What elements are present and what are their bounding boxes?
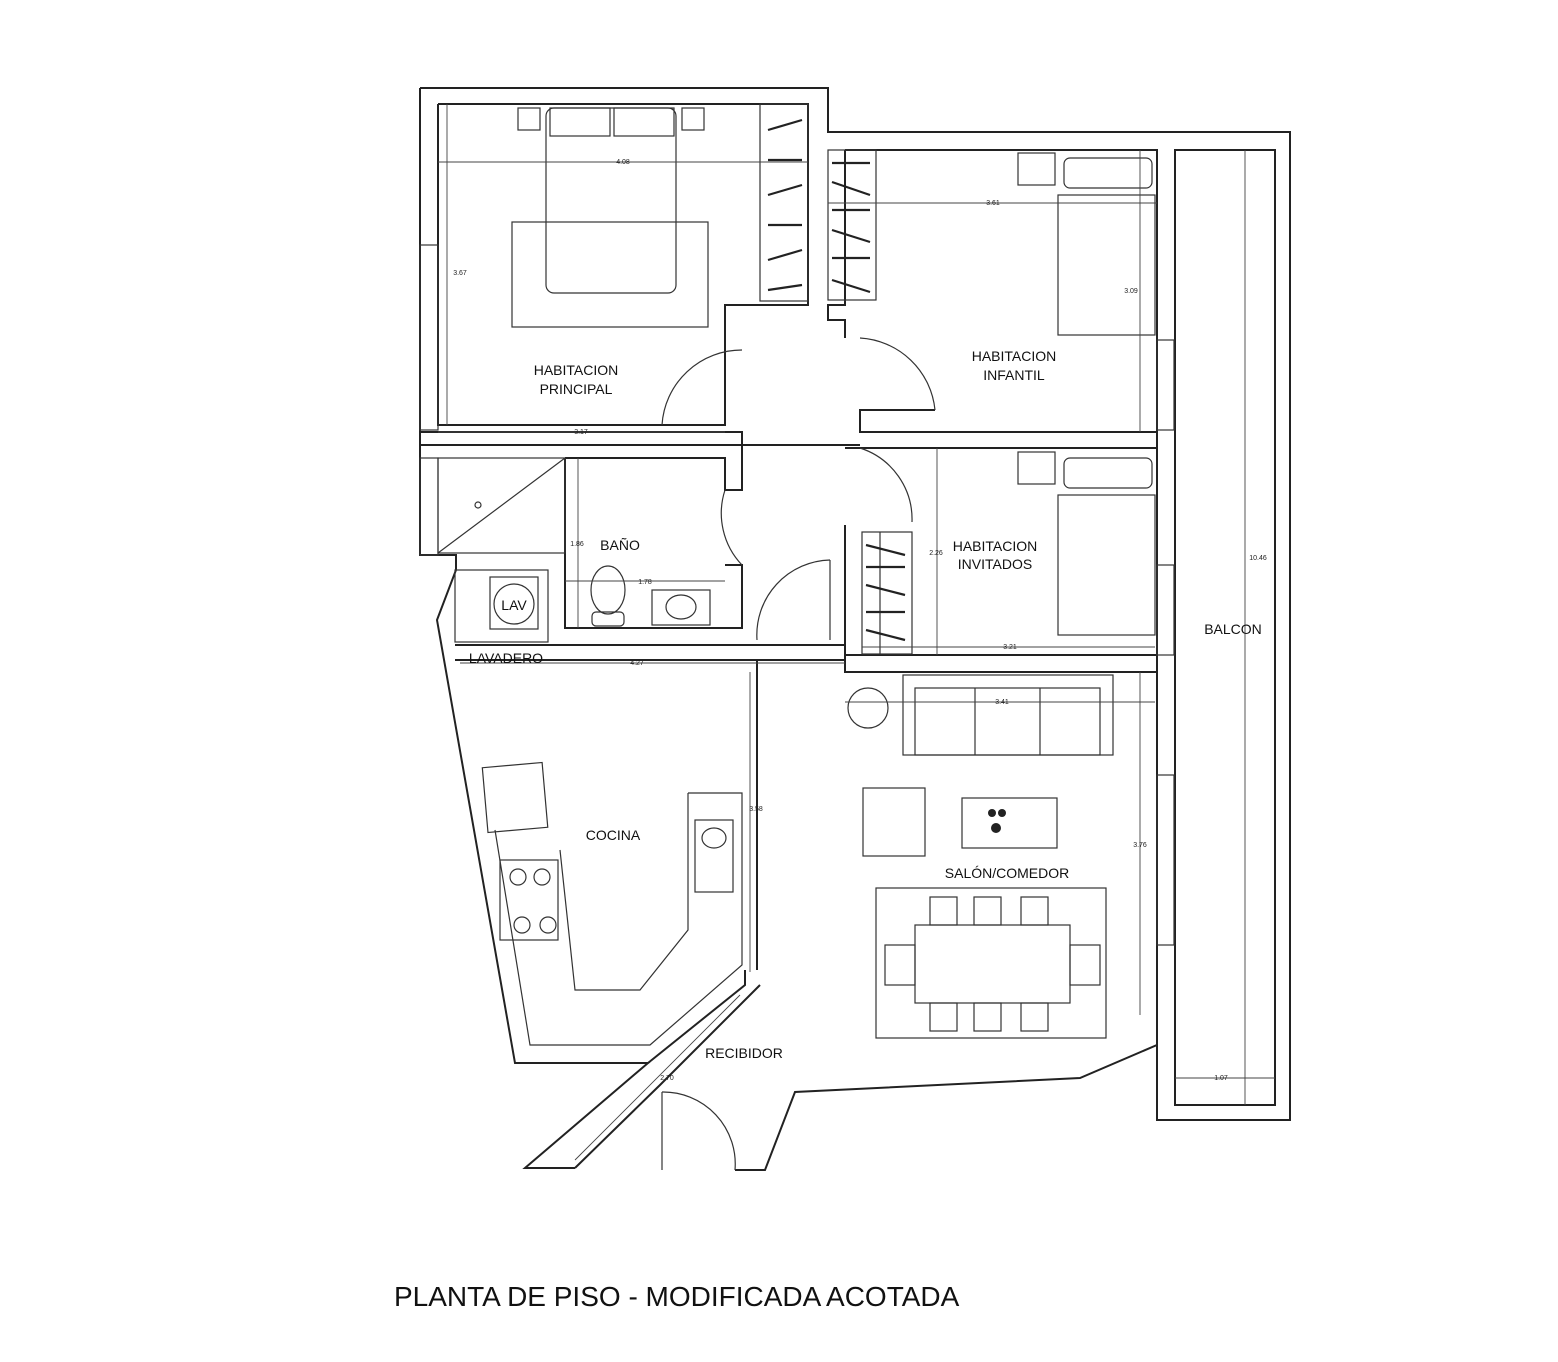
room-label-balcon: BALCON (1204, 621, 1262, 637)
doors (661, 337, 936, 1171)
dim-principal-width: 4.08 (616, 159, 630, 166)
dim-salon-height: 3.76 (1133, 842, 1147, 849)
dim-principal-bottom: 3.17 (574, 429, 588, 436)
dim-recibidor-width: 2.70 (660, 1075, 674, 1082)
wardrobe-hatch (767, 118, 906, 642)
room-label-invitados-2: INVITADOS (958, 556, 1032, 572)
room-label-recibidor: RECIBIDOR (705, 1045, 783, 1061)
cocina-furniture (481, 660, 758, 1046)
room-label-infantil-2: INFANTIL (983, 367, 1045, 383)
dim-bano-width: 1.78 (638, 579, 652, 586)
lavadero-walls (454, 569, 1157, 673)
room-label-salon: SALÓN/COMEDOR (945, 865, 1069, 881)
dim-balcon-length: 10.46 (1249, 555, 1267, 562)
room-label-lavadero: LAVADERO (469, 650, 543, 666)
plan-title: PLANTA DE PISO - MODIFICADA ACOTADA (394, 1281, 960, 1312)
dim-balcon-width: 1.07 (1214, 1075, 1228, 1082)
infantil-walls (827, 149, 1175, 433)
bano-walls (419, 457, 743, 629)
dim-invitados-height: 2.26 (929, 550, 943, 557)
salon-furniture (574, 674, 1175, 1169)
dim-principal-height: 3.67 (453, 270, 467, 277)
principal-furniture (419, 103, 877, 431)
dim-bano-height: 1.86 (570, 541, 584, 548)
room-label-infantil-1: HABITACION (972, 348, 1057, 364)
washer-label: LAV (501, 597, 527, 613)
room-label-invitados-1: HABITACION (953, 538, 1038, 554)
room-label-cocina: COCINA (586, 827, 641, 843)
room-label-principal-1: HABITACION (534, 362, 619, 378)
invitados-walls (844, 447, 1175, 656)
dimension-lines (438, 104, 1275, 1161)
dim-infantil-width: 3.61 (986, 200, 1000, 207)
exterior-walls (419, 87, 1291, 1171)
dim-invitados-width: 3.21 (1003, 644, 1017, 651)
room-label-principal-2: PRINCIPAL (540, 381, 613, 397)
room-label-bano: BAÑO (600, 537, 640, 553)
dim-lavadero-width: 4.27 (630, 660, 644, 667)
dim-cocina-height: 3.58 (749, 806, 763, 813)
dim-salon-sofa: 3.41 (995, 699, 1009, 706)
dim-infantil-height: 3.09 (1124, 288, 1138, 295)
